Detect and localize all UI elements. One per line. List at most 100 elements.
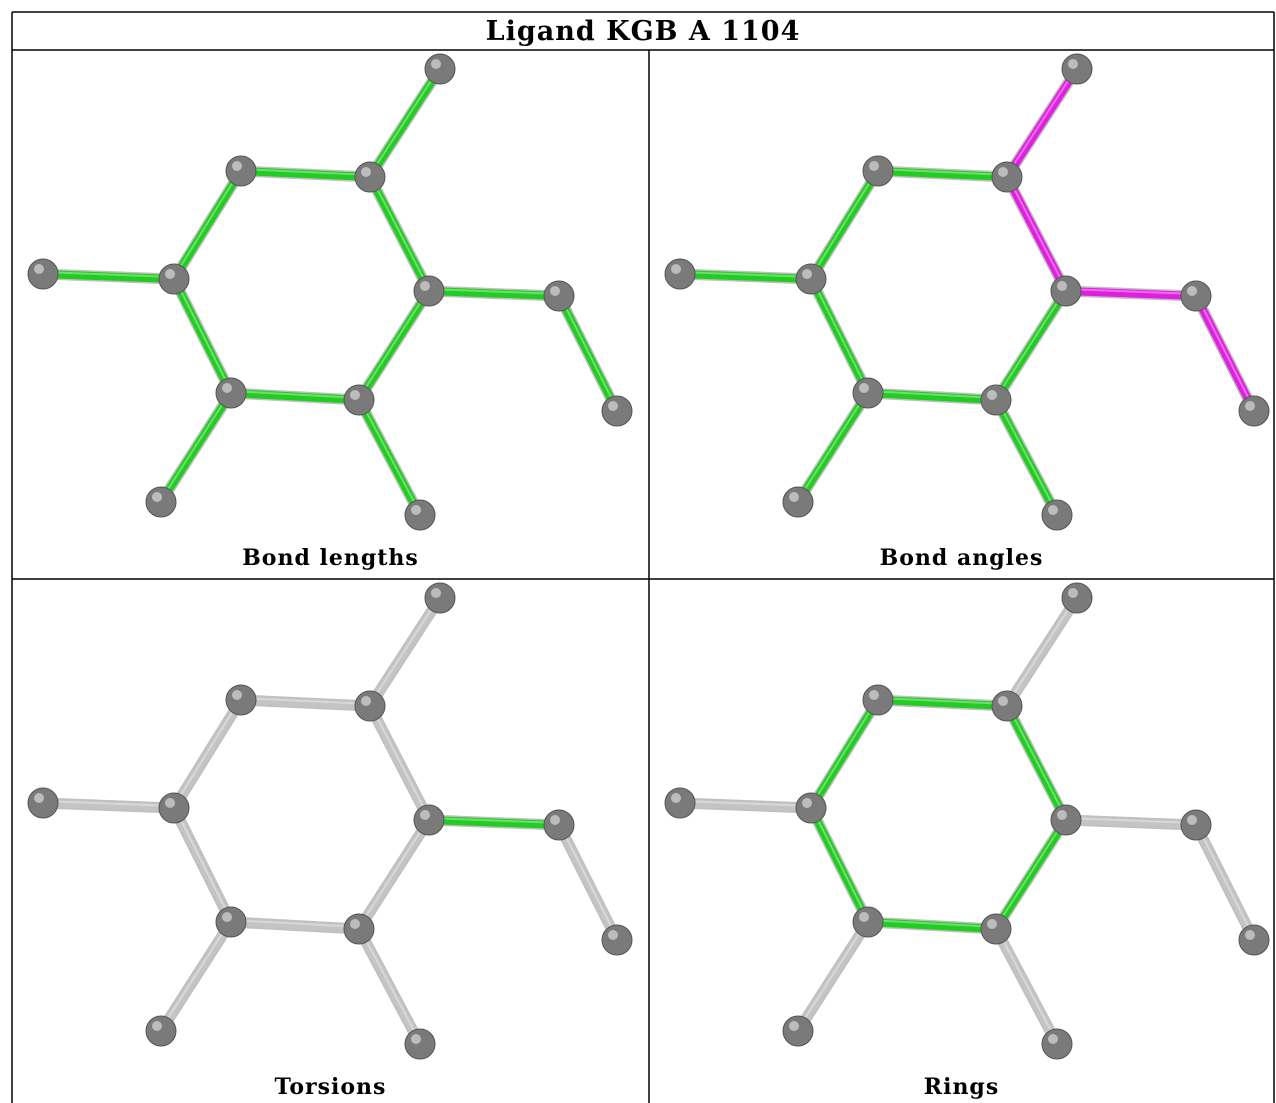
atom-highlight <box>222 383 232 393</box>
atom <box>145 486 177 518</box>
bond <box>237 167 374 181</box>
bond <box>170 804 235 926</box>
bond <box>157 389 235 506</box>
panel-rings: Rings <box>649 579 1274 1103</box>
bond-highlight <box>173 168 242 278</box>
atom <box>354 690 386 722</box>
bond-highlight <box>358 397 421 514</box>
atom-highlight <box>1068 59 1078 69</box>
atom <box>980 913 1012 945</box>
atom-highlight <box>859 383 869 393</box>
bond <box>874 696 1011 710</box>
atom-highlight <box>869 690 879 700</box>
atom-highlight <box>802 798 812 808</box>
bond-highlight <box>369 703 430 819</box>
atom <box>1238 924 1270 956</box>
bond-highlight <box>797 919 869 1030</box>
bond <box>355 287 433 404</box>
atom <box>601 395 633 427</box>
panel-caption: Bond lengths <box>242 545 419 571</box>
bond-highlight <box>369 595 441 705</box>
panel-bond-angles: Bond angles <box>649 50 1274 579</box>
bond-highlight <box>867 390 997 399</box>
bond <box>807 804 872 926</box>
atom <box>852 906 884 938</box>
bond <box>676 270 815 283</box>
bond-highlight <box>369 174 430 290</box>
atom <box>1041 1028 1073 1060</box>
atom-highlight <box>671 793 681 803</box>
bond-highlight <box>558 293 618 410</box>
atom-highlight <box>1057 281 1067 291</box>
bond-highlight <box>358 926 421 1043</box>
atom <box>991 161 1023 193</box>
bond <box>366 65 444 181</box>
bond <box>1003 65 1081 181</box>
bond-highlight <box>240 697 371 705</box>
atom <box>354 161 386 193</box>
bond <box>1192 292 1258 415</box>
bond <box>425 287 563 300</box>
bond <box>227 918 363 933</box>
bond <box>807 696 882 812</box>
bond-highlight <box>358 817 430 928</box>
figure-title: Ligand KGB A 1104 <box>485 15 801 47</box>
bond-highlight <box>995 288 1067 399</box>
bond <box>170 275 235 397</box>
molecule-diagram <box>664 53 1270 531</box>
bond-highlight <box>995 817 1067 928</box>
bond <box>157 918 235 1035</box>
atom-highlight <box>350 390 360 400</box>
atom-highlight <box>152 492 162 502</box>
panel-caption: Rings <box>923 1074 1000 1100</box>
bond <box>39 799 178 812</box>
atom <box>424 53 456 85</box>
atom <box>991 690 1023 722</box>
bond <box>807 167 882 283</box>
bond-highlight <box>1195 822 1255 939</box>
atom <box>1180 280 1212 312</box>
bond <box>1062 287 1200 300</box>
atom-highlight <box>350 919 360 929</box>
bond-highlight <box>810 697 879 807</box>
bond-highlight <box>810 168 879 278</box>
atom <box>782 1015 814 1047</box>
bond <box>1062 816 1200 829</box>
atom-highlight <box>608 401 618 411</box>
atom-highlight <box>608 930 618 940</box>
bond <box>170 167 245 283</box>
atom <box>795 792 827 824</box>
bond-highlight <box>160 390 232 501</box>
bond <box>1003 594 1081 710</box>
atom-highlight <box>232 161 242 171</box>
molecule-diagram <box>664 582 1270 1060</box>
atom-highlight <box>1068 588 1078 598</box>
bond-highlight <box>1065 288 1197 295</box>
atom-highlight <box>859 912 869 922</box>
bond-highlight <box>42 271 175 278</box>
atom <box>424 582 456 614</box>
bond-highlight <box>1006 66 1078 176</box>
bond-highlight <box>810 805 869 921</box>
atom <box>1180 809 1212 841</box>
atom-highlight <box>550 815 560 825</box>
bond-highlight <box>797 390 869 501</box>
atom <box>145 1015 177 1047</box>
atom <box>413 804 445 836</box>
atom <box>862 155 894 187</box>
bond <box>355 816 433 933</box>
atom <box>225 684 257 716</box>
atom-highlight <box>411 505 421 515</box>
bond <box>170 696 245 812</box>
atom <box>795 263 827 295</box>
atom <box>1061 582 1093 614</box>
bond-highlight <box>877 697 1008 705</box>
panel-caption: Torsions <box>274 1074 387 1100</box>
bond <box>366 173 433 295</box>
atom-highlight <box>1187 815 1197 825</box>
bond-highlight <box>995 926 1058 1043</box>
atom-highlight <box>165 269 175 279</box>
bond <box>992 816 1070 933</box>
